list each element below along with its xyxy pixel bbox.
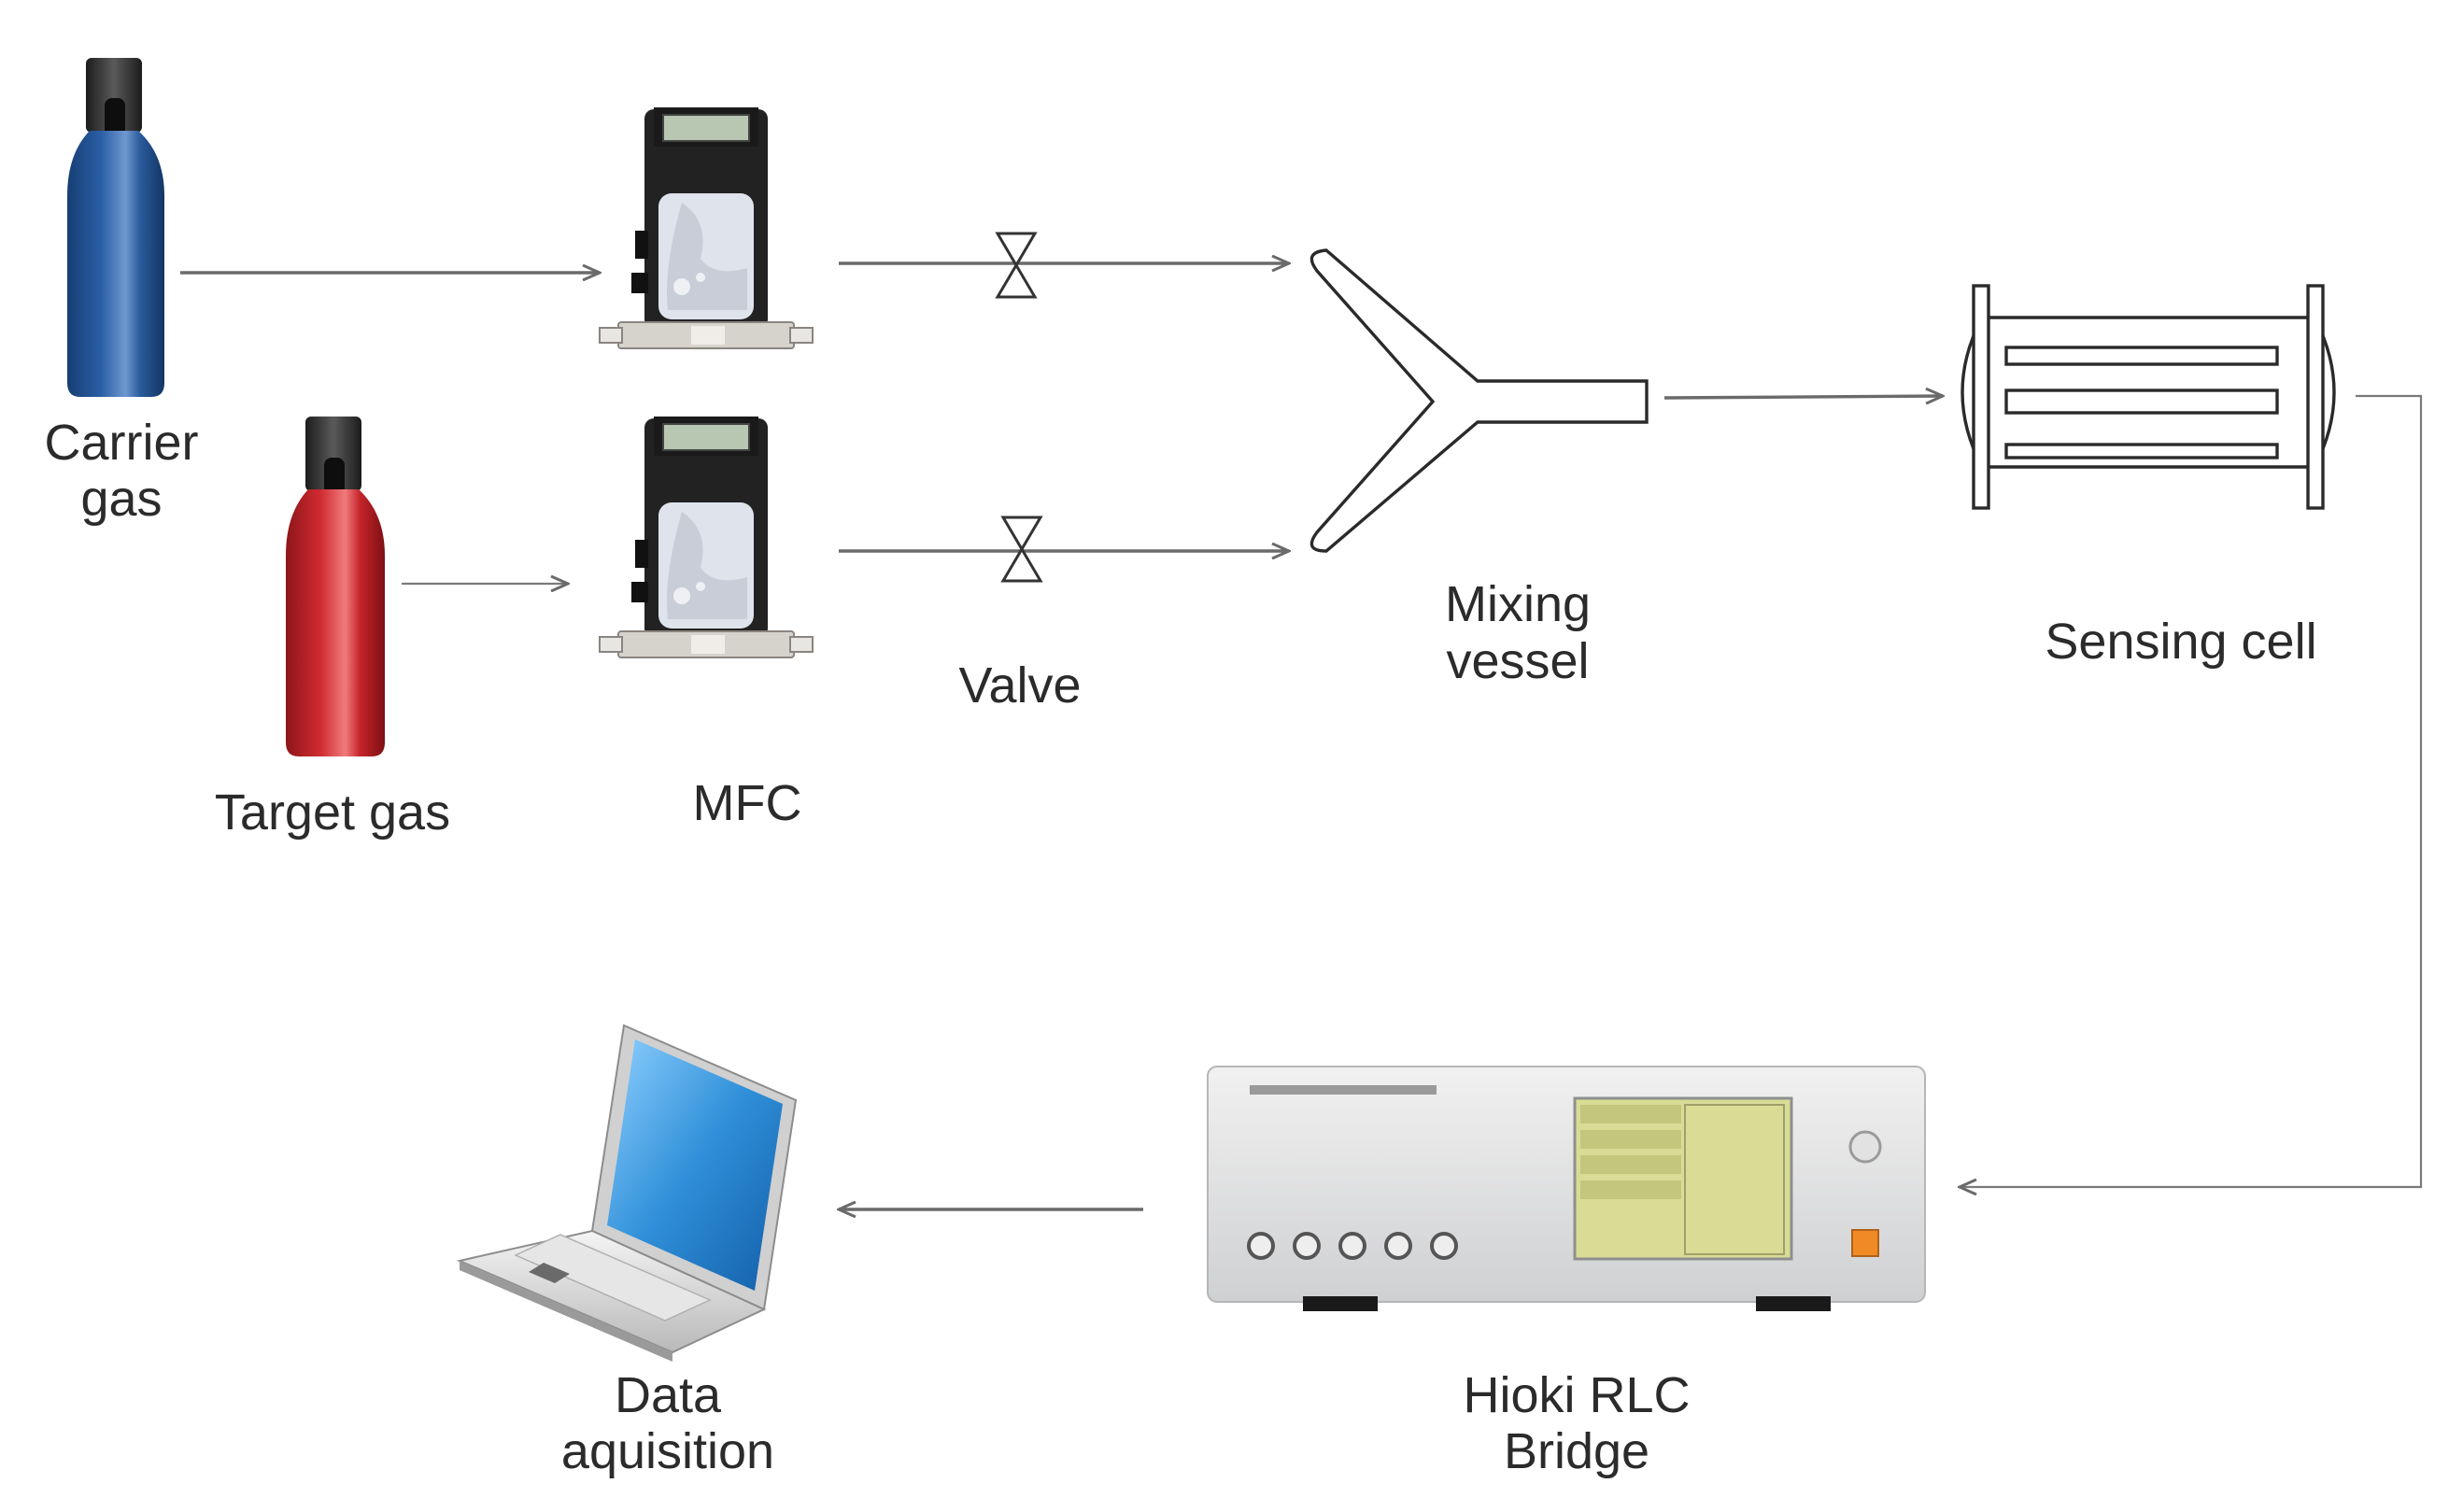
sensing-cell-icon (1960, 284, 2336, 510)
rlc-bridge-icon (1207, 1066, 1926, 1311)
carrier-gas-label-line2: gas (80, 471, 162, 527)
carrier-gas-label-line1: Carrier (44, 415, 198, 471)
sensing-cell-to-rlc-arrow (1960, 394, 2423, 1187)
mixing-vessel-label-line1: Mixing (1445, 576, 1591, 632)
mixing-vessel-label-line2: vessel (1446, 633, 1589, 689)
valve-bottom-icon (1001, 516, 1042, 583)
target-gas-label: Target gas (215, 784, 450, 841)
mfc-carrier-icon (599, 106, 814, 349)
mixer-to-sensing-cell-arrow (1663, 396, 1943, 398)
rlc-bridge-label-line1: Hioki RLC (1463, 1367, 1690, 1423)
carrier-gas-cylinder-icon (67, 58, 164, 397)
mixing-vessel-icon (1309, 248, 1649, 553)
rlc-bridge-label-line2: Bridge (1504, 1423, 1649, 1479)
data-acquisition-label-line1: Data (615, 1367, 722, 1423)
sensing-cell-label: Sensing cell (2045, 614, 2316, 670)
mfc-target-icon (599, 416, 814, 658)
valve-label: Valve (958, 657, 1081, 714)
mfc-label: MFC (693, 775, 802, 831)
data-acquisition-label-line2: aquisition (561, 1423, 774, 1479)
target-gas-cylinder-icon (286, 417, 385, 756)
laptop-icon (456, 1024, 798, 1362)
valve-top-icon (996, 232, 1037, 299)
